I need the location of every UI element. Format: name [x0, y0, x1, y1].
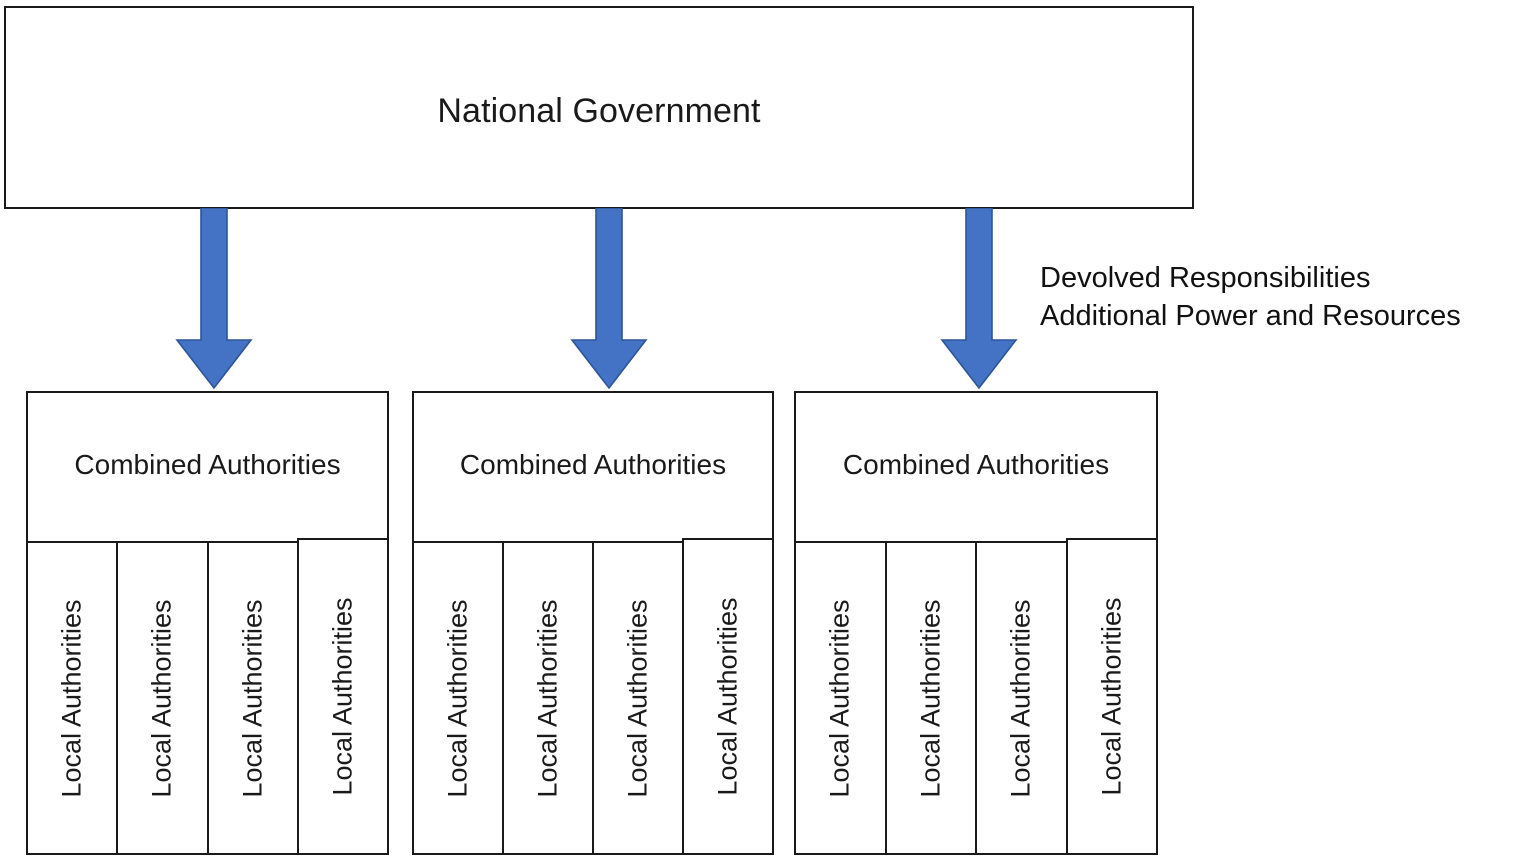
- combined-authorities-box-2: Combined Authorities: [412, 391, 774, 543]
- local-authority-label: Local Authorities: [1096, 597, 1127, 796]
- local-authority-box: Local Authorities: [502, 541, 594, 855]
- local-authorities-row-1: Local Authorities Local Authorities Loca…: [26, 538, 389, 855]
- local-authority-label: Local Authorities: [442, 598, 473, 798]
- devolution-arrow-3: [940, 208, 1018, 390]
- annotation-line-1: Devolved Responsibilities: [1040, 262, 1371, 294]
- devolution-annotation: Devolved Responsibilities Additional Pow…: [1040, 259, 1461, 335]
- devolution-arrow-1: [175, 208, 253, 390]
- down-arrow-icon: [940, 208, 1018, 390]
- local-authority-box: Local Authorities: [682, 538, 774, 855]
- local-authority-label: Local Authorities: [824, 598, 855, 798]
- local-authority-box: Local Authorities: [412, 541, 504, 855]
- local-authority-box: Local Authorities: [206, 541, 299, 855]
- local-authority-label: Local Authorities: [532, 598, 563, 798]
- local-authority-label: Local Authorities: [327, 597, 358, 796]
- combined-authorities-box-1: Combined Authorities: [26, 391, 389, 543]
- local-authority-box: Local Authorities: [884, 541, 977, 855]
- local-authorities-row-2: Local Authorities Local Authorities Loca…: [412, 538, 774, 855]
- local-authority-box: Local Authorities: [1065, 538, 1158, 855]
- local-authority-label: Local Authorities: [56, 598, 87, 798]
- local-authorities-row-3: Local Authorities Local Authorities Loca…: [794, 538, 1158, 855]
- local-authority-box: Local Authorities: [296, 538, 389, 855]
- local-authority-label: Local Authorities: [712, 597, 743, 796]
- local-authority-label: Local Authorities: [915, 598, 946, 798]
- combined-authorities-box-3: Combined Authorities: [794, 391, 1158, 543]
- local-authority-label: Local Authorities: [622, 598, 653, 798]
- down-arrow-icon: [570, 208, 648, 390]
- local-authority-label: Local Authorities: [237, 598, 268, 798]
- annotation-line-2: Additional Power and Resources: [1040, 300, 1461, 332]
- combined-authorities-label: Combined Authorities: [459, 449, 727, 480]
- national-government-label: National Government: [437, 92, 761, 130]
- local-authority-label: Local Authorities: [1005, 598, 1036, 798]
- devolution-arrow-2: [570, 208, 648, 390]
- combined-authorities-label: Combined Authorities: [74, 449, 341, 480]
- combined-authorities-label: Combined Authorities: [842, 449, 1110, 480]
- national-government-box: National Government: [4, 6, 1194, 209]
- local-authority-box: Local Authorities: [26, 541, 119, 855]
- local-authority-box: Local Authorities: [116, 541, 209, 855]
- local-authority-box: Local Authorities: [794, 541, 887, 855]
- local-authority-box: Local Authorities: [592, 541, 684, 855]
- local-authority-box: Local Authorities: [975, 541, 1068, 855]
- down-arrow-icon: [175, 208, 253, 390]
- local-authority-label: Local Authorities: [146, 598, 177, 798]
